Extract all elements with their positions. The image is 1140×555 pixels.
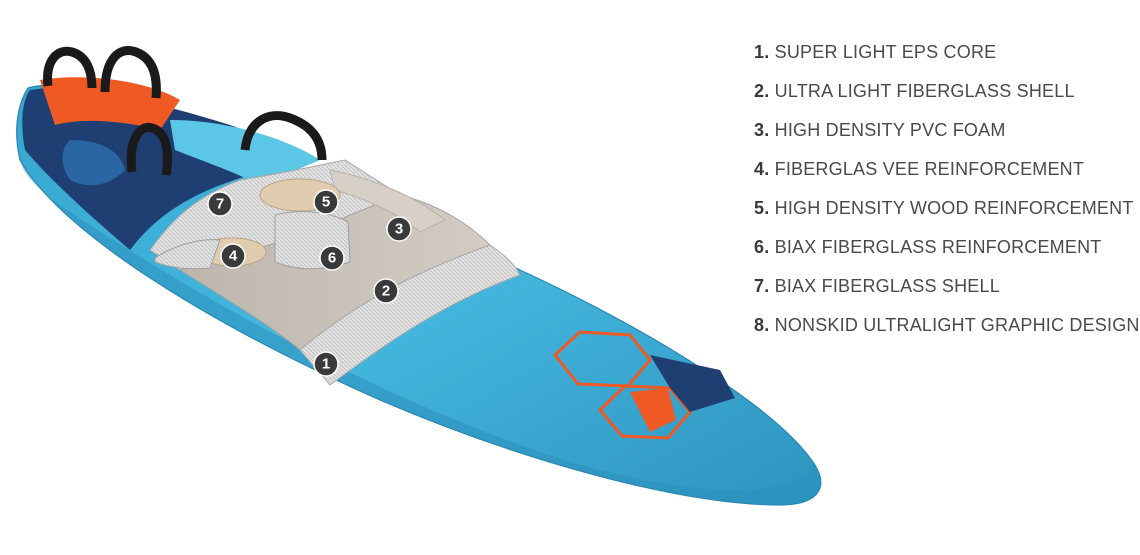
marker-6: 6 [319, 245, 345, 271]
marker-5: 5 [313, 189, 339, 215]
marker-1: 1 [313, 351, 339, 377]
svg-text:2: 2 [382, 283, 390, 300]
footstrap-side [126, 122, 172, 176]
legend-number: 3. [754, 120, 770, 140]
svg-text:5: 5 [322, 194, 330, 211]
svg-text:4: 4 [229, 248, 238, 265]
deck-orange-panel [40, 77, 180, 130]
deck-light-panel [170, 120, 320, 185]
legend-item: 2. ULTRA LIGHT FIBERGLASS SHELL [754, 79, 1140, 103]
legend-label: BIAX FIBERGLASS REINFORCEMENT [774, 237, 1102, 257]
tail-hexagon-logo [552, 330, 735, 440]
layer-vee-reinforcement [154, 239, 221, 270]
legend-number: 1. [754, 42, 770, 62]
legend-label: FIBERGLAS VEE REINFORCEMENT [774, 159, 1085, 179]
svg-text:6: 6 [328, 250, 336, 267]
svg-text:1: 1 [322, 356, 330, 373]
legend-label: ULTRA LIGHT FIBERGLASS SHELL [774, 81, 1075, 101]
layer-legend: 1. SUPER LIGHT EPS CORE 2. ULTRA LIGHT F… [754, 40, 1140, 352]
legend-item: 6. BIAX FIBERGLASS REINFORCEMENT [754, 235, 1140, 259]
legend-number: 5. [754, 198, 770, 218]
deck-pad [62, 140, 125, 186]
legend-number: 8. [754, 315, 770, 335]
legend-item: 5. HIGH DENSITY WOOD REINFORCEMENT [754, 196, 1140, 220]
svg-text:7: 7 [216, 196, 224, 213]
legend-label: HIGH DENSITY PVC FOAM [774, 120, 1006, 140]
legend-number: 2. [754, 81, 770, 101]
legend-number: 7. [754, 276, 770, 296]
legend-number: 4. [754, 159, 770, 179]
footstrap-middle [100, 46, 161, 99]
marker-4: 4 [220, 243, 246, 269]
marker-7: 7 [207, 191, 233, 217]
legend-item: 4. FIBERGLAS VEE REINFORCEMENT [754, 157, 1140, 181]
legend-number: 6. [754, 237, 770, 257]
legend-label: BIAX FIBERGLASS SHELL [774, 276, 1000, 296]
footstrap-rear [240, 111, 327, 161]
legend-label: NONSKID ULTRALIGHT GRAPHIC DESIGN [774, 315, 1140, 335]
marker-3: 3 [386, 216, 412, 242]
legend-item: 7. BIAX FIBERGLASS SHELL [754, 274, 1140, 298]
legend-item: 1. SUPER LIGHT EPS CORE [754, 40, 1140, 64]
legend-label: SUPER LIGHT EPS CORE [774, 42, 997, 62]
svg-text:3: 3 [395, 221, 403, 238]
marker-2: 2 [373, 278, 399, 304]
legend-item: 3. HIGH DENSITY PVC FOAM [754, 118, 1140, 142]
footstrap-front [43, 46, 97, 89]
layer-pvc-foam [329, 169, 446, 233]
legend-label: HIGH DENSITY WOOD REINFORCEMENT [774, 198, 1134, 218]
legend-item: 8. NONSKID ULTRALIGHT GRAPHIC DESIGN [754, 313, 1140, 337]
